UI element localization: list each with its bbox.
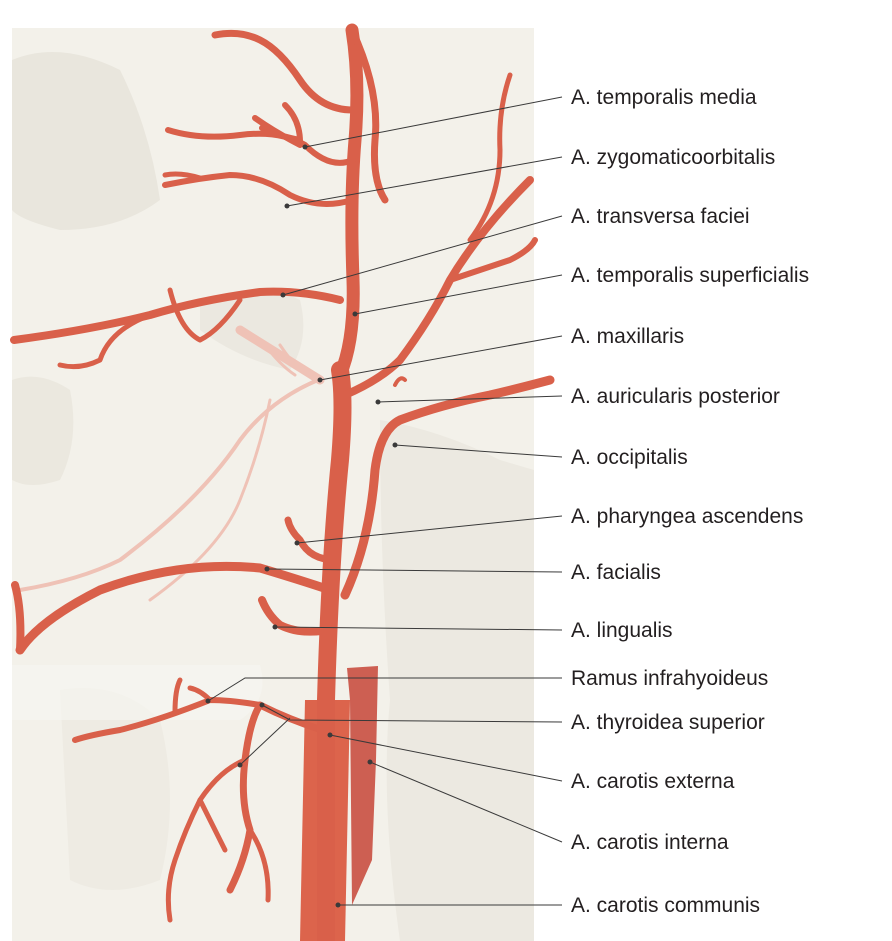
- arteries: [10, 23, 555, 941]
- carotis-externa-vessel: [317, 361, 352, 941]
- pharyngea-ascendens-vessel: [284, 516, 340, 564]
- label-ramus-infrahyoideus: Ramus infrahyoideus: [571, 667, 768, 690]
- label-lingualis: A. lingualis: [571, 619, 673, 642]
- maxillaris-vessel: [18, 378, 320, 592]
- carotis-interna-vessel: [347, 666, 378, 905]
- auricularis-posterior-vessel: [341, 176, 534, 399]
- label-carotis-interna: A. carotis interna: [571, 831, 729, 854]
- lingualis-vessel: [258, 596, 332, 636]
- label-zygomaticoorbitalis: A. zygomaticoorbitalis: [571, 146, 775, 169]
- label-thyroidea-superior: A. thyroidea superior: [571, 711, 765, 734]
- leader-lines: [205, 96, 563, 908]
- label-temporalis-superficialis: A. temporalis superficialis: [571, 264, 809, 287]
- occipitalis-vessel: [340, 375, 555, 600]
- facialis-vessel: [15, 561, 335, 655]
- label-auricularis-posterior: A. auricularis posterior: [571, 385, 780, 408]
- label-transversa-faciei: A. transversa faciei: [571, 205, 750, 228]
- label-maxillaris: A. maxillaris: [571, 325, 684, 348]
- label-carotis-communis: A. carotis communis: [571, 894, 760, 917]
- label-occipitalis: A. occipitalis: [571, 446, 688, 469]
- label-carotis-externa: A. carotis externa: [571, 770, 735, 793]
- labels: A. temporalis media A. zygomaticoorbital…: [571, 86, 809, 917]
- label-pharyngea-ascendens: A. pharyngea ascendens: [571, 505, 803, 528]
- ramus-infrahyoideus-vessel: [72, 697, 263, 743]
- background-anatomy: [12, 28, 534, 941]
- label-temporalis-media: A. temporalis media: [571, 86, 757, 109]
- temporalis-media-vessel: [348, 26, 389, 204]
- label-facialis: A. facialis: [571, 561, 661, 584]
